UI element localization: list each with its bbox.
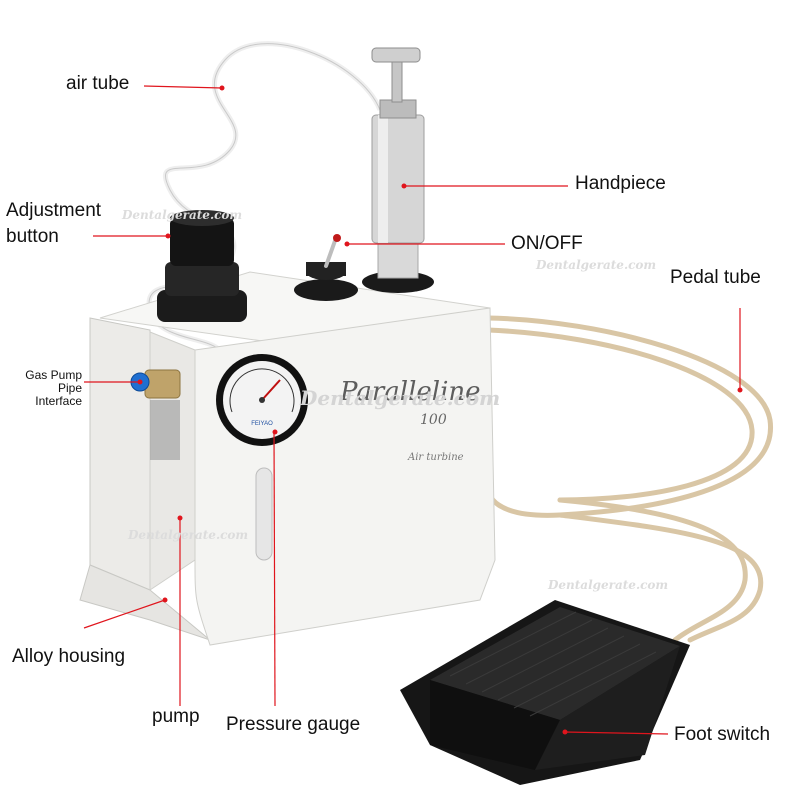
pedal-tube bbox=[483, 315, 773, 643]
device-model: 100 bbox=[420, 412, 447, 428]
device-brand: Paralleline bbox=[339, 377, 481, 407]
label-handpiece: Handpiece bbox=[575, 173, 666, 194]
foot-switch bbox=[400, 600, 690, 785]
gas-pump-connector bbox=[130, 369, 181, 460]
label-pressure-gauge: Pressure gauge bbox=[226, 714, 361, 735]
watermark: Dentalgerate.com bbox=[122, 208, 243, 222]
device-subtitle: Air turbine bbox=[407, 452, 464, 463]
label-adjustment-button: Adjustment button bbox=[6, 200, 102, 247]
watermark: Dentalgerate.com bbox=[548, 578, 669, 592]
pressure-gauge: FEIYAO bbox=[216, 354, 308, 446]
label-air-tube: air tube bbox=[66, 73, 130, 94]
handpiece bbox=[362, 47, 434, 293]
label-pedal-tube: Pedal tube bbox=[670, 267, 761, 288]
watermark: Dentalgerate.com bbox=[536, 258, 657, 272]
adjustment-knob bbox=[157, 210, 247, 322]
leader-lines bbox=[83, 85, 741, 735]
watermark: Dentalgerate.com bbox=[300, 386, 501, 410]
label-pump: pump bbox=[152, 706, 200, 727]
gauge-brand: FEIYAO bbox=[251, 421, 273, 427]
label-gas-pump-pipe-interface: Gas Pump Pipe Interface bbox=[25, 368, 82, 408]
label-on-off: ON/OFF bbox=[511, 233, 583, 254]
label-alloy-housing: Alloy housing bbox=[12, 646, 126, 667]
watermark: Dentalgerate.com bbox=[128, 528, 249, 542]
on-off-switch bbox=[294, 234, 358, 301]
label-foot-switch: Foot switch bbox=[674, 724, 771, 745]
